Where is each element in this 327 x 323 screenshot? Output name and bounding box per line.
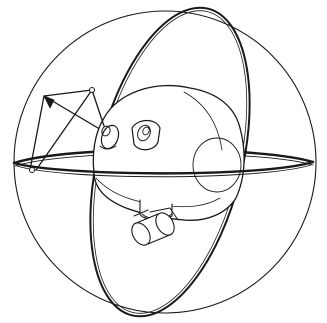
eye-socket-right [132, 121, 160, 150]
linkage-joint-base [30, 168, 35, 173]
linkage-joint-top [90, 88, 95, 93]
robot-head-body [93, 86, 244, 221]
linkage-arrowhead [44, 96, 54, 108]
